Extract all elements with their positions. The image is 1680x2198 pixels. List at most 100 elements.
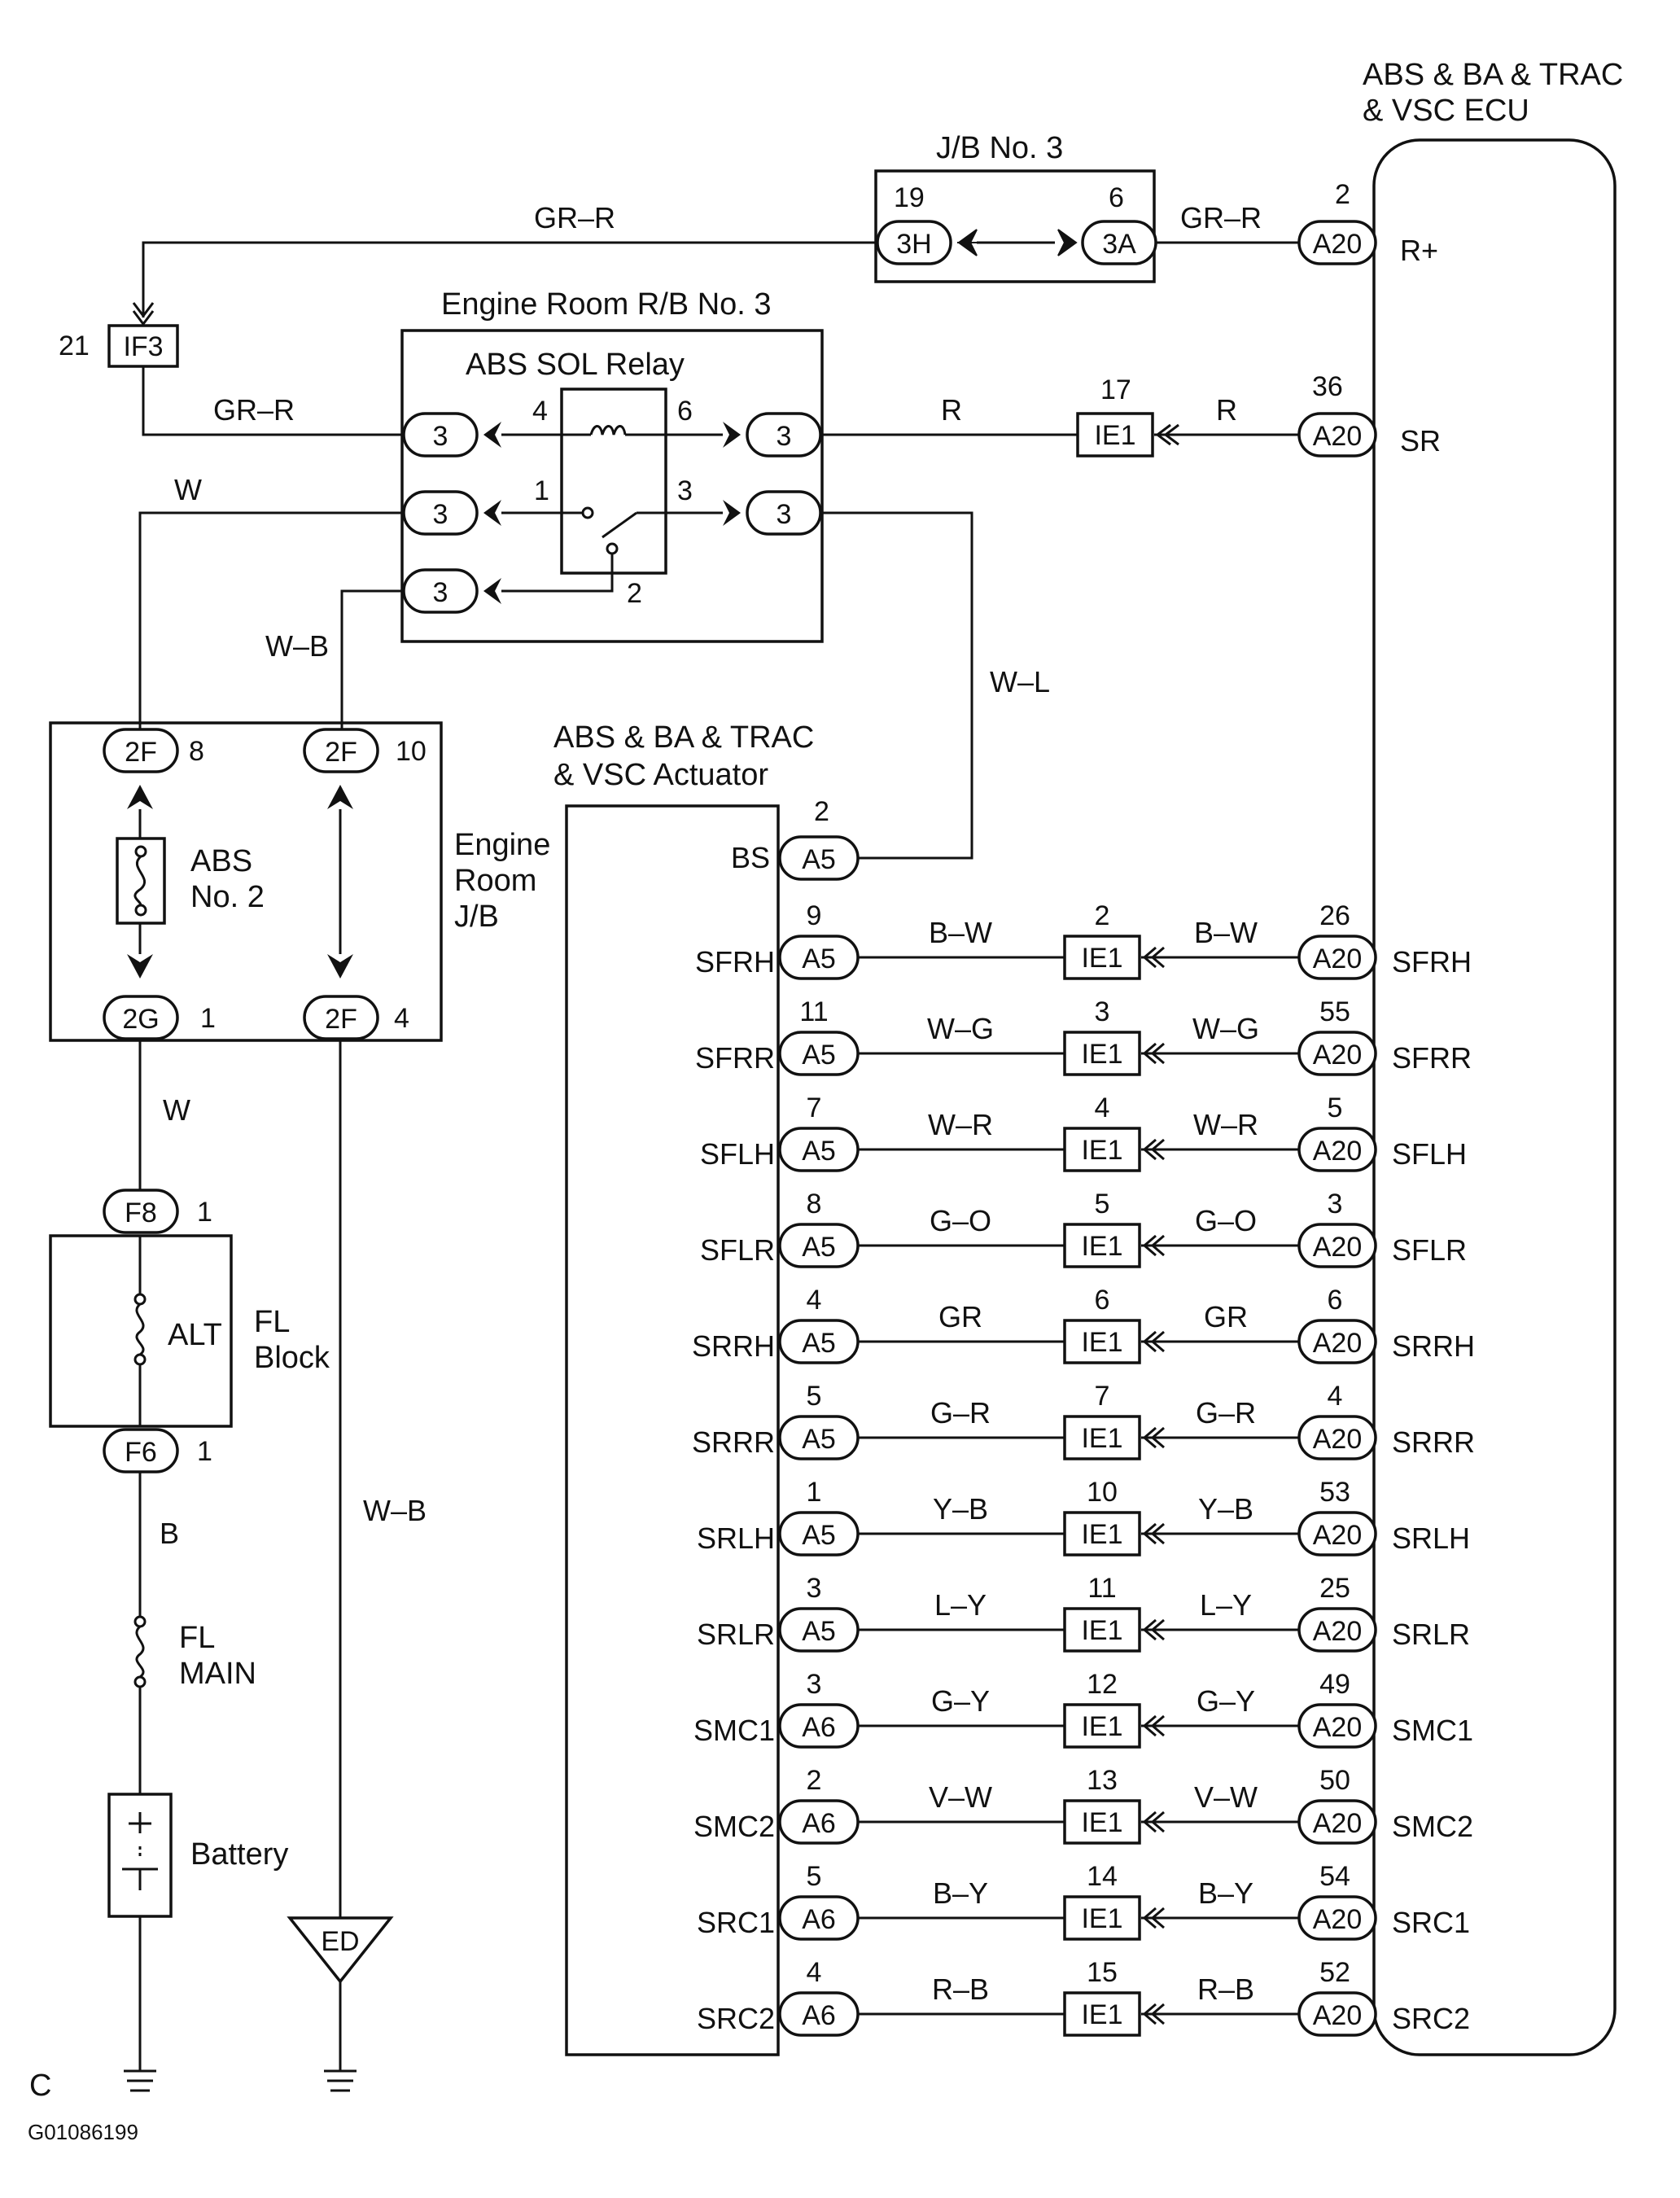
ecu-pin-number: 25 xyxy=(1319,1573,1350,1604)
fuse-abs-label-1: ABS xyxy=(190,844,252,878)
actuator-pin-number: 3 xyxy=(807,1573,822,1604)
wire-w-b-upper: W–B xyxy=(265,589,404,729)
wire-color-left: L–Y xyxy=(934,1588,987,1622)
ecu-connector xyxy=(1297,1415,1377,1460)
pin-ie1-sr: 17 xyxy=(1100,374,1131,405)
junction-connector-label: IE1 xyxy=(1081,1711,1122,1742)
actuator-pin-number: 5 xyxy=(807,1381,822,1412)
sr-circuit: R 17 IE1 R 36 A20 SR xyxy=(820,371,1441,458)
wire-color-right: G–Y xyxy=(1197,1684,1255,1718)
actuator-pin-number: 3 xyxy=(807,1669,822,1700)
wire-color-right: Y–B xyxy=(1198,1492,1253,1526)
wire-color-left: Y–B xyxy=(933,1492,988,1526)
actuator-signal-label: SFRR xyxy=(695,1041,775,1075)
connector-if3: IF3 xyxy=(123,331,163,362)
junction-connector xyxy=(1063,1031,1141,1076)
actuator-connector-label: A6 xyxy=(802,1712,836,1743)
ecu-connector xyxy=(1297,1703,1377,1749)
pin-2f-10: 10 xyxy=(396,736,427,767)
junction-connector xyxy=(1063,1607,1141,1653)
wire-r-right: R xyxy=(1216,393,1237,427)
rb-connector-5: 3 xyxy=(777,499,792,530)
wire-color-left: B–W xyxy=(929,916,992,949)
wire-w-label-1: W xyxy=(174,473,202,506)
engine-room-rb3: Engine Room R/B No. 3 ABS SOL Relay 3 3 … xyxy=(400,287,824,643)
junction-pin-number: 15 xyxy=(1087,1957,1118,1988)
junction-connector-label: IE1 xyxy=(1081,1231,1122,1262)
junction-connector-label: IE1 xyxy=(1081,1423,1122,1454)
pin-f8: 1 xyxy=(197,1197,212,1228)
wire-gr-r-top: GR–R xyxy=(534,201,615,234)
pin-a20-rplus: 2 xyxy=(1335,179,1350,210)
ecu-connector xyxy=(1297,1895,1377,1941)
signal-sr: SR xyxy=(1400,424,1441,458)
ecu-signal-label: SFRH xyxy=(1392,945,1472,979)
ecu-pin-number: 3 xyxy=(1328,1189,1343,1219)
junction-pin-number: 13 xyxy=(1087,1765,1118,1796)
pin-2g-1: 1 xyxy=(200,1003,216,1034)
ecu-signal-label: SFLH xyxy=(1392,1137,1467,1171)
actuator-signal-label: SMC1 xyxy=(693,1714,775,1747)
junction-connector-label: IE1 xyxy=(1081,1807,1122,1838)
junction-pin-number: 7 xyxy=(1095,1381,1110,1412)
ecu-connector-label: A20 xyxy=(1313,1904,1363,1935)
wire-w-l-label: W–L xyxy=(990,665,1050,698)
junction-connector-label: IE1 xyxy=(1081,1903,1122,1934)
wire-color-right: GR xyxy=(1204,1300,1248,1333)
pin-3h: 19 xyxy=(894,182,925,213)
junction-pin-number: 4 xyxy=(1095,1092,1110,1123)
actuator-title-line-2: & VSC Actuator xyxy=(553,758,768,792)
junction-connector xyxy=(1063,1223,1141,1268)
erjb-label-1: Engine xyxy=(454,828,550,862)
rb-connector-2: 3 xyxy=(433,499,448,530)
junction-connector-label: IE1 xyxy=(1081,1999,1122,2030)
figure-code: G01086199 xyxy=(28,2120,138,2144)
wire-color-left: G–R xyxy=(930,1396,991,1430)
actuator-signal-label: SRRH xyxy=(692,1329,775,1363)
wire-color-right: G–R xyxy=(1196,1396,1256,1430)
actuator-connector-label: A5 xyxy=(802,1520,836,1551)
wire-color-right: B–W xyxy=(1194,916,1258,949)
ecu-signal-label: SRLR xyxy=(1392,1618,1470,1651)
wire-color-left: G–Y xyxy=(931,1684,990,1718)
relay-pin-6: 6 xyxy=(677,396,693,427)
ecu-signal-label: SRC1 xyxy=(1392,1906,1470,1939)
corner-label-c: C xyxy=(29,2069,51,2103)
ecu-pin-number: 49 xyxy=(1319,1669,1350,1700)
actuator-signal-label: SRRR xyxy=(692,1425,775,1459)
ecu-signal-label: SRRR xyxy=(1392,1425,1475,1459)
ecu-connector xyxy=(1297,1031,1377,1076)
relay-pin-3: 3 xyxy=(677,475,693,506)
pin-3a: 6 xyxy=(1109,182,1124,213)
ecu-connector-label: A20 xyxy=(1313,1040,1363,1071)
connector-2f-8: 2F xyxy=(125,737,157,768)
wire-color-right: B–Y xyxy=(1198,1876,1253,1910)
actuator-pin-number: 7 xyxy=(807,1092,822,1123)
connector-2g-1: 2G xyxy=(122,1004,159,1035)
connector-ie1-sr: IE1 xyxy=(1094,420,1135,451)
ecu-connector-label: A20 xyxy=(1313,1520,1363,1551)
relay-pin-1: 1 xyxy=(534,475,549,506)
fl-main-label-2: MAIN xyxy=(179,1657,256,1691)
actuator-pin-number: 11 xyxy=(799,996,828,1027)
junction-connector xyxy=(1063,1511,1141,1557)
junction-connector xyxy=(1063,1799,1141,1845)
junction-pin-number: 2 xyxy=(1095,900,1110,931)
relay-title: ABS SOL Relay xyxy=(466,348,685,382)
fl-block-label-1: FL xyxy=(254,1305,290,1339)
actuator-connector-label: A6 xyxy=(802,1904,836,1935)
ecu-signal-label: SFRR xyxy=(1392,1041,1472,1075)
wire-w-l: W–L xyxy=(820,511,1050,860)
ecu-connector-label: A20 xyxy=(1313,1616,1363,1647)
ecu-pin-number: 55 xyxy=(1319,996,1350,1027)
connector-2f-4: 2F xyxy=(325,1004,357,1035)
wire-r-left: R xyxy=(941,393,962,427)
wire-color-left: R–B xyxy=(932,1973,989,2006)
rb-connector-3: 3 xyxy=(433,577,448,608)
wire-color-right: G–O xyxy=(1195,1204,1257,1237)
ground-ed-label: ED xyxy=(321,1926,359,1957)
